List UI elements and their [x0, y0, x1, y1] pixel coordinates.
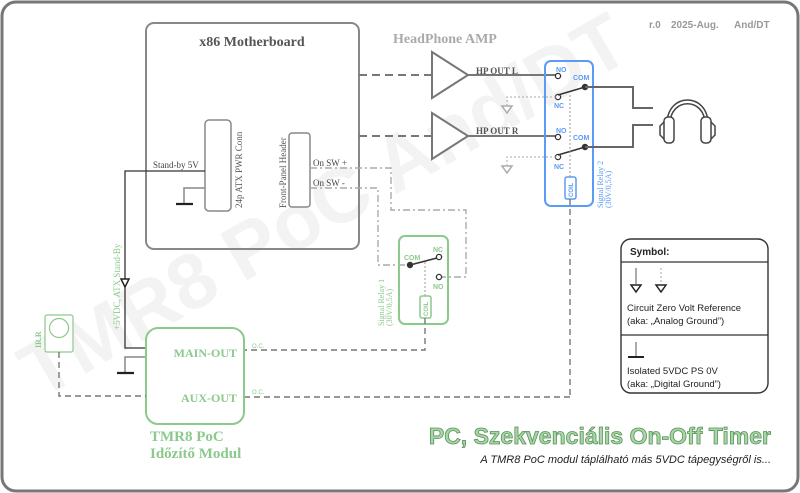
- headphones-icon: [659, 99, 716, 144]
- relay2-nc1-label: NC: [554, 103, 564, 110]
- tmr8-module: MAIN-OUT AUX-OUT O.C. O.C. TMR8 PoC Időz…: [145, 327, 265, 462]
- legend-digital-line2: (aka: „Digital Ground”): [627, 379, 721, 390]
- front-panel-label: Front-Panel Header: [278, 137, 288, 208]
- legend-analog-line2: (aka: „Analog Ground”): [627, 316, 724, 327]
- footer-subtitle: A TMR8 PoC modul táplálható más 5VDC táp…: [479, 454, 771, 466]
- relay1-com-label: COM: [404, 255, 421, 262]
- revision: r.0: [649, 20, 661, 31]
- legend-digital-line1: Isolated 5VDC PS 0V: [627, 366, 718, 377]
- main-oc-label: O.C.: [252, 344, 265, 350]
- arrow-down-icon: [119, 278, 131, 289]
- hp-out-left-label: HP OUT L: [476, 66, 518, 76]
- analog-ground-dotted-icon: [654, 284, 668, 294]
- footer-title: PC, Szekvenciális On-Off Timer: [429, 423, 771, 449]
- relay2-no1-label: NO: [556, 67, 567, 74]
- signal-relay-2: NO COM NC NO COM NC COIL Signal Relay 2 …: [544, 60, 613, 208]
- amplifier-left-icon: [431, 50, 470, 100]
- legend-title: Symbol:: [630, 247, 669, 258]
- relay1-nc-label: NC: [433, 247, 443, 254]
- relay2-name: Signal Relay 2: [596, 161, 605, 208]
- aux-out-label: AUX-OUT: [181, 391, 237, 405]
- main-out-label: MAIN-OUT: [174, 346, 237, 360]
- on-sw-minus-wire: [310, 187, 410, 266]
- standby-wire: [124, 170, 205, 349]
- relay1-rating: (30V/0,5A): [385, 289, 394, 326]
- author: And/DT: [734, 20, 770, 31]
- hp-out-right-label: HP OUT R: [476, 126, 519, 136]
- relay2-no2-label: NO: [556, 128, 567, 135]
- relay1-name: Signal Relay 1: [377, 279, 386, 326]
- on-sw-plus-label: On SW +: [313, 158, 347, 168]
- legend-analog-line1: Circuit Zero Volt Reference: [627, 303, 741, 314]
- relay2-rating: (30V/0,5A): [604, 171, 613, 208]
- module-name-line2: Időzítő Modul: [150, 446, 241, 462]
- ir-receiver: IR.R: [34, 314, 146, 397]
- atx-connector-label: 24p ATX PWR Conn: [234, 131, 244, 208]
- motherboard-block: x86 Motherboard 24p ATX PWR Conn Front-P…: [145, 22, 360, 250]
- module-name-line1: TMR8 PoC: [150, 429, 224, 445]
- motherboard-title: x86 Motherboard: [199, 35, 305, 50]
- relay2-com1-label: COM: [573, 75, 590, 82]
- analog-ground-icon: [500, 165, 514, 175]
- analog-ground-icon: [500, 105, 514, 115]
- relay1-coil-label: COIL: [424, 301, 430, 316]
- front-panel-header: [288, 132, 311, 208]
- relay2-coil-label: COIL: [569, 182, 575, 197]
- main-out-wire: [244, 318, 426, 351]
- on-sw-minus-label: On SW -: [313, 178, 345, 188]
- ir-label: IR.R: [34, 331, 43, 348]
- amplifier-right-icon: [431, 111, 470, 161]
- analog-ground-solid-icon: [629, 284, 643, 294]
- atx-connector: [204, 119, 232, 212]
- relay1-no-label: NO: [433, 284, 444, 291]
- date: 2025-Aug.: [671, 20, 719, 31]
- aux-oc-label: O.C.: [252, 390, 265, 396]
- relay2-nc2-label: NC: [554, 164, 564, 171]
- standby-label: Stand-by 5V: [153, 160, 199, 170]
- signal-relay-1: NC COM NO COIL Signal Relay 1 (30V/0,5A): [377, 235, 449, 326]
- supply-label: +5VDC, ATX Stand-By: [112, 243, 122, 330]
- symbol-legend: Symbol: Circuit Zero Volt Reference (aka…: [620, 238, 769, 394]
- relay2-com2-label: COM: [573, 135, 590, 142]
- on-sw-plus-wire: [310, 167, 467, 278]
- amp-title: HeadPhone AMP: [393, 32, 497, 47]
